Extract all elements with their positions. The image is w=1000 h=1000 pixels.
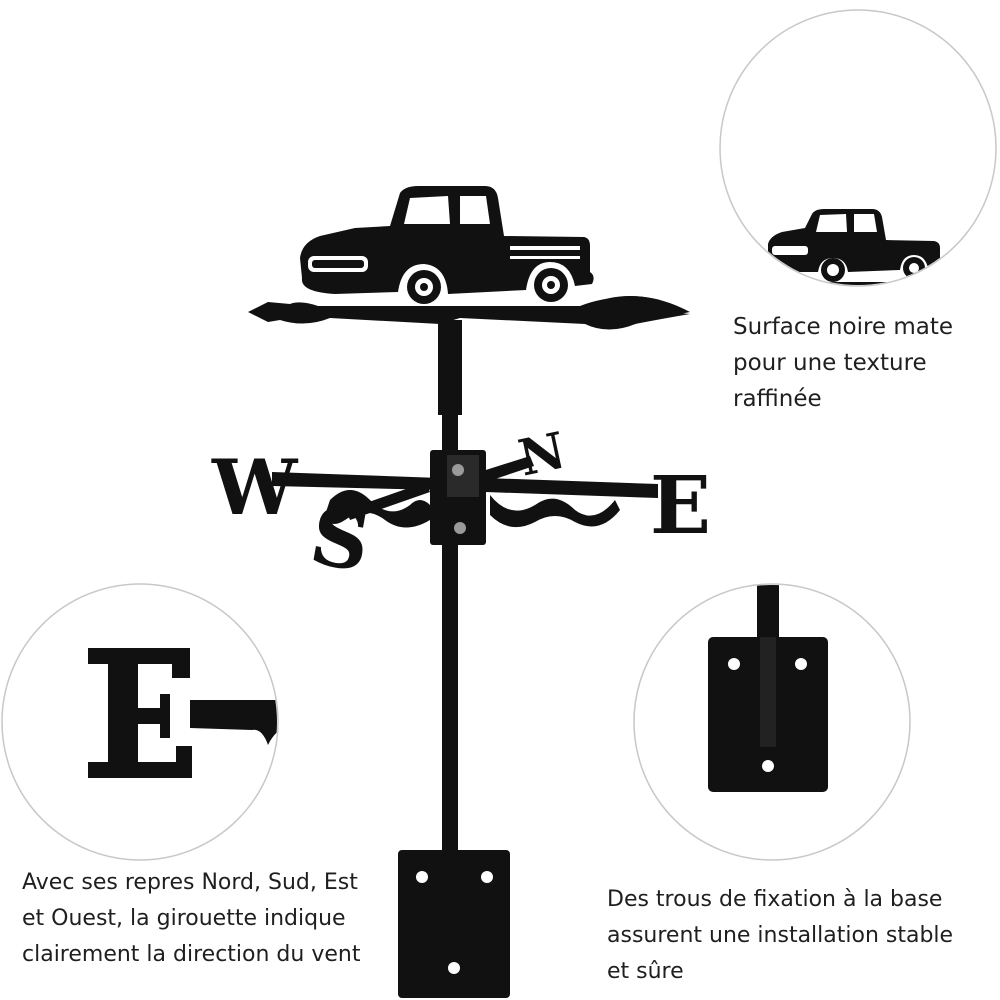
truck-icon: [300, 186, 594, 304]
vane-arrow-base: [248, 296, 690, 330]
mounting-plate: [398, 850, 510, 998]
scroll-ornament-left: [325, 490, 430, 528]
mounting-hole: [416, 871, 428, 883]
scroll-ornament-right: [490, 495, 620, 528]
screw-icon: [454, 522, 466, 534]
east-arm: [485, 478, 658, 498]
caption-matte-surface: Surface noire mate pour une texture raff…: [733, 314, 954, 412]
letter-west: W: [211, 443, 299, 532]
letter-south: S: [304, 488, 377, 591]
letter-e-detail: [88, 648, 277, 778]
detail-circle-top-right: [719, 9, 997, 287]
letter-east: E: [650, 458, 711, 552]
main-pole: [438, 320, 462, 415]
west-arm: [272, 472, 440, 490]
caption-mounting-holes: Des trous de fixation à la base assurent…: [607, 887, 954, 984]
mounting-plate-detail: [708, 585, 828, 792]
weathervane: W E N S: [211, 186, 711, 998]
screw-icon: [452, 464, 464, 476]
caption-compass-directions: Avec ses repres Nord, Sud, Est et Ouest,…: [22, 870, 361, 967]
center-bracket-top: [447, 455, 479, 497]
mounting-hole: [481, 871, 493, 883]
flame-icon: [590, 296, 690, 328]
mounting-hole: [448, 962, 460, 974]
letter-north: N: [513, 420, 570, 487]
